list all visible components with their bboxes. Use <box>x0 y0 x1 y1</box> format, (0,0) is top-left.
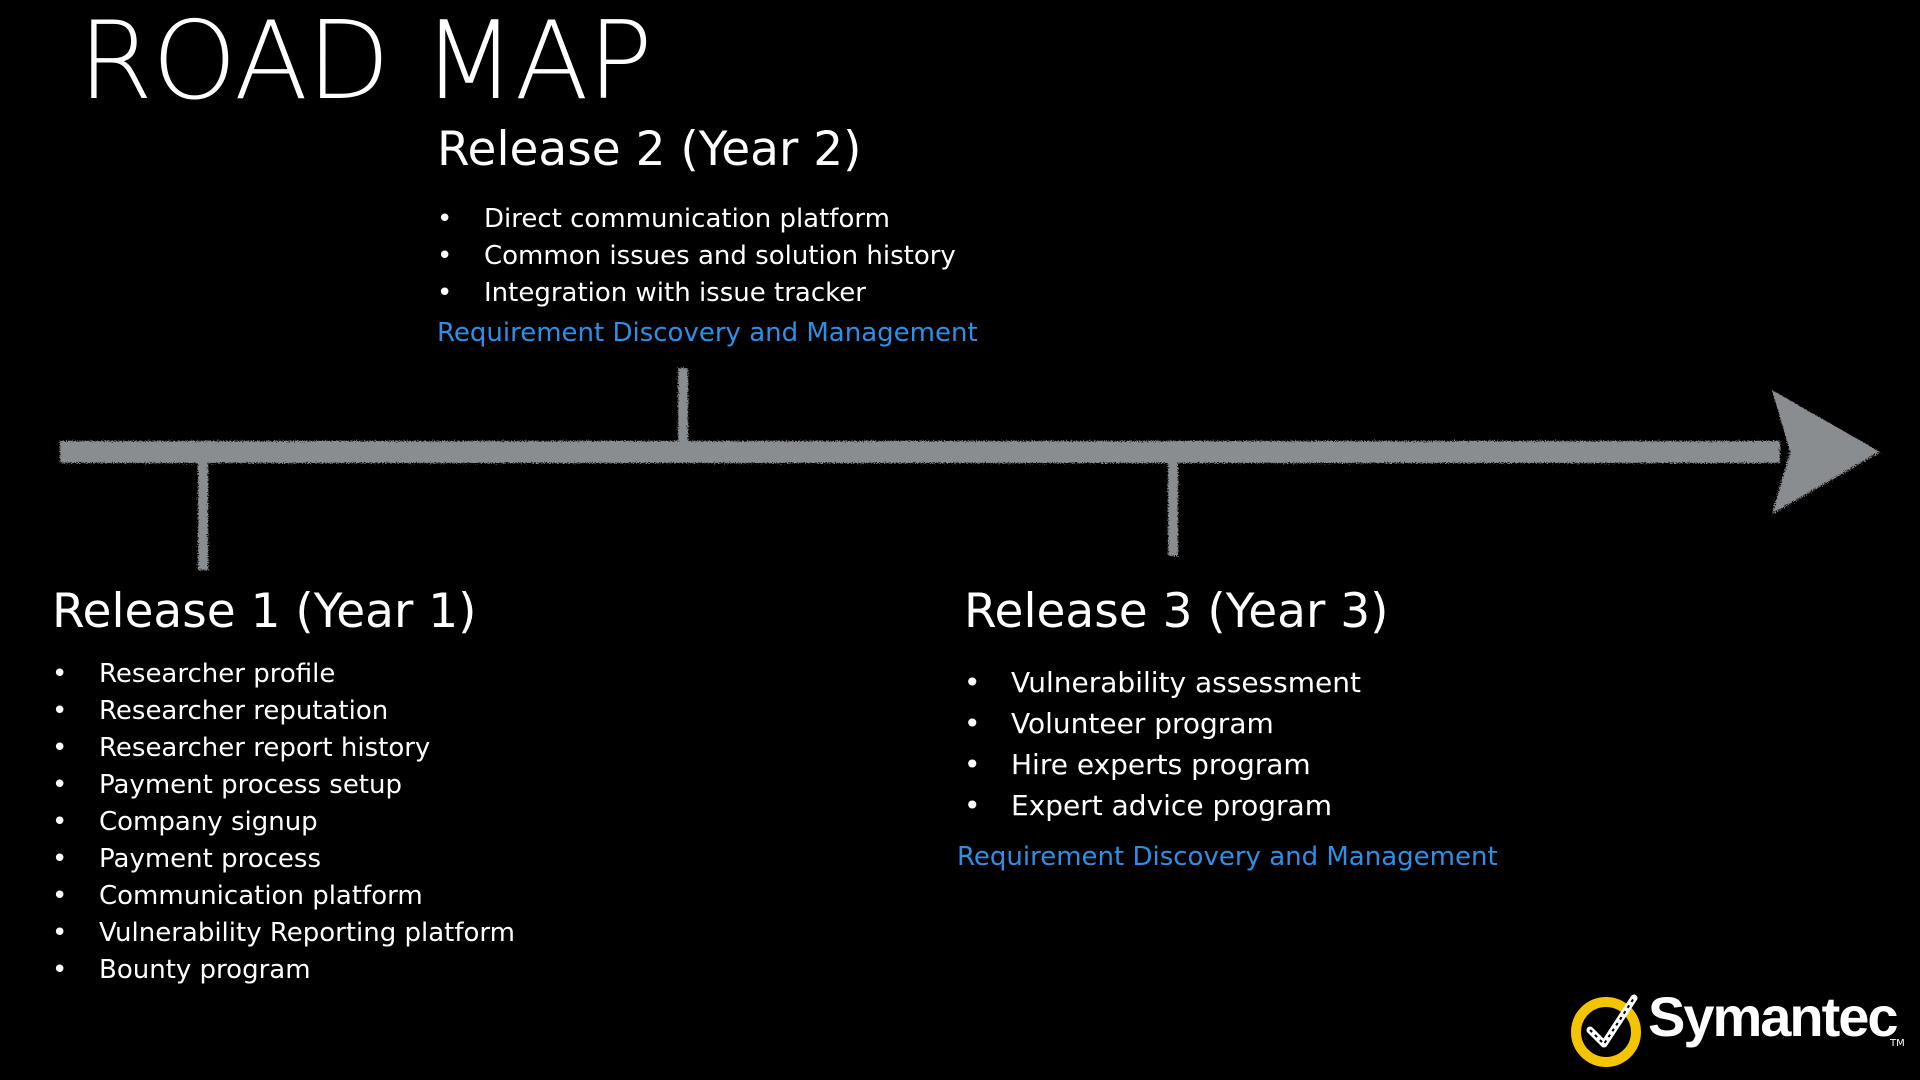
list-item: Communication platform <box>52 878 515 915</box>
list-item: Direct communication platform <box>437 201 978 238</box>
list-item: Vulnerability Reporting platform <box>52 915 515 952</box>
release-1-list: Researcher profile Researcher reputation… <box>52 656 515 989</box>
release-2-tick <box>678 368 688 448</box>
release-2: Release 2 (Year 2) Direct communication … <box>437 122 978 348</box>
list-item: Hire experts program <box>964 744 1498 785</box>
release-3-heading: Release 3 (Year 3) <box>964 584 1389 639</box>
list-item: Vulnerability assessment <box>964 662 1498 703</box>
list-item: Integration with issue tracker <box>437 275 978 312</box>
release-3: Release 3 (Year 3) Vulnerability assessm… <box>957 584 1498 872</box>
list-item: Researcher profile <box>52 656 515 693</box>
release-1-heading: Release 1 (Year 1) <box>52 584 477 639</box>
release-3-note: Requirement Discovery and Management <box>957 842 1498 873</box>
logo-trademark: TM <box>1890 1038 1905 1049</box>
list-item: Company signup <box>52 804 515 841</box>
list-item: Researcher reputation <box>52 693 515 730</box>
release-2-heading: Release 2 (Year 2) <box>437 122 862 177</box>
list-item: Expert advice program <box>964 785 1498 826</box>
slide-title: ROAD MAP <box>78 0 653 124</box>
release-3-list: Vulnerability assessment Volunteer progr… <box>964 662 1498 826</box>
list-item: Common issues and solution history <box>437 238 978 275</box>
release-3-tick <box>1168 450 1178 556</box>
list-item: Researcher report history <box>52 730 515 767</box>
list-item: Payment process setup <box>52 767 515 804</box>
release-2-list: Direct communication platform Common iss… <box>437 201 978 312</box>
symantec-logo: Symantec TM <box>1568 978 1908 1068</box>
logo-wordmark: Symantec <box>1648 985 1899 1048</box>
release-1-tick <box>198 450 208 570</box>
timeline-line <box>60 441 1780 463</box>
timeline-arrowhead <box>1772 390 1880 514</box>
list-item: Payment process <box>52 841 515 878</box>
release-1: Release 1 (Year 1) Researcher profile Re… <box>52 584 515 989</box>
symantec-checkmark-icon <box>1571 994 1641 1067</box>
list-item: Volunteer program <box>964 703 1498 744</box>
list-item: Bounty program <box>52 952 515 989</box>
release-2-note: Requirement Discovery and Management <box>437 318 978 349</box>
